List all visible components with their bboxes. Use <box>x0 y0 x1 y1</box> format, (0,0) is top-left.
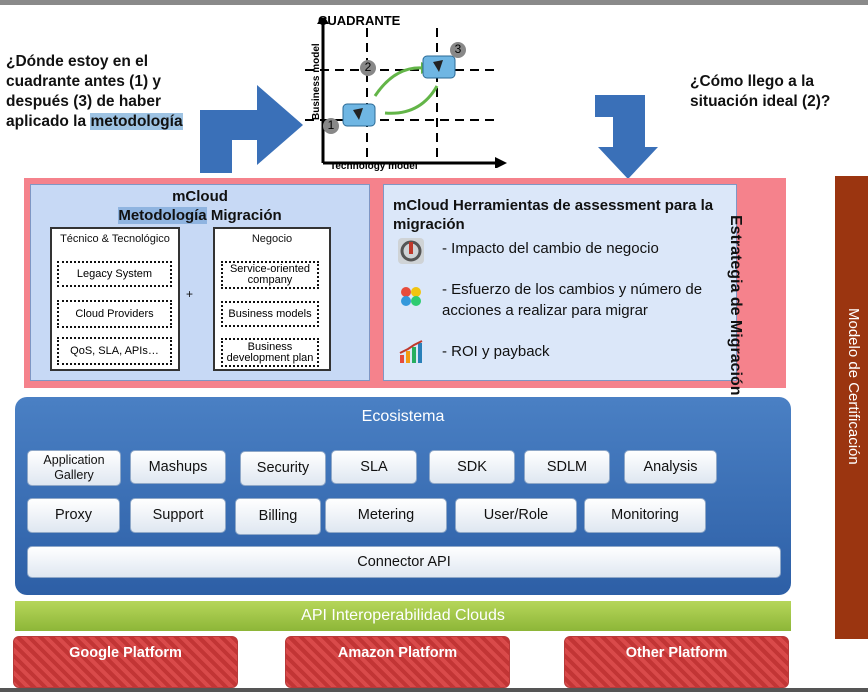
arrow-right-icon <box>200 85 303 173</box>
module-user-role: User/Role <box>455 498 577 533</box>
module-analysis: Analysis <box>624 450 717 484</box>
roi-chart-icon <box>398 339 424 365</box>
methodology-title-line1: mCloud <box>172 188 228 205</box>
question-left-text: ¿Dónde estoy en el cuadrante antes (1) y… <box>6 53 162 130</box>
bottom-border <box>0 688 868 692</box>
effort-icon <box>398 283 424 309</box>
quadrant-x-label: Technology model <box>330 161 418 172</box>
module-proxy: Proxy <box>27 498 120 533</box>
api-interop-bar: API Interoperabilidad Clouds <box>15 601 791 631</box>
business-header: Negocio <box>251 233 293 245</box>
assessment-panel <box>383 184 737 381</box>
quadrant-diagram <box>305 18 507 168</box>
module-sla: SLA <box>331 450 417 484</box>
tech-header: Técnico & Tecnológico <box>60 233 170 245</box>
question-left: ¿Dónde estoy en el cuadrante antes (1) y… <box>6 52 221 132</box>
module-sdlm: SDLM <box>524 450 610 484</box>
top-border <box>0 0 868 5</box>
plus-sign: + <box>186 287 194 301</box>
business-item-plan: Business development plan <box>221 338 319 367</box>
marker-2: 2 <box>364 60 372 74</box>
methodology-title-highlight: Metodología <box>118 207 207 224</box>
question-left-highlight: metodología <box>90 113 183 130</box>
methodology-title-line2: Metodología Migración <box>30 206 370 225</box>
methodology-title: mCloud Metodología Migración <box>30 187 370 225</box>
assessment-title: mCloud Herramientas de assessment para l… <box>393 197 714 233</box>
assessment-item-effort: - Esfuerzo de los cambios y número de ac… <box>442 281 703 319</box>
module-security: Security <box>240 451 326 486</box>
module-monitoring: Monitoring <box>584 498 706 533</box>
quadrant-y-label: Business model <box>311 43 322 120</box>
tech-item-qos: QoS, SLA, APIs… <box>57 337 172 365</box>
business-item-soc: Service-oriented company <box>221 261 319 289</box>
assessment-item-impact: - Impacto del cambio de negocio <box>442 240 659 257</box>
marker-3: 3 <box>454 42 462 56</box>
methodology-title-rest: Migración <box>210 207 282 224</box>
tech-item-cloud-providers: Cloud Providers <box>57 300 172 328</box>
connector-api: Connector API <box>27 546 781 578</box>
business-item-models: Business models <box>221 301 319 327</box>
arrow-down-icon <box>595 95 658 179</box>
quadrant-title: CUADRANTE <box>318 13 401 28</box>
module-sdk: SDK <box>429 450 515 484</box>
ecosystem-title: Ecosistema <box>361 408 445 425</box>
platform-amazon: Amazon Platform <box>285 636 510 688</box>
module-metering: Metering <box>325 498 447 533</box>
platform-google: Google Platform <box>13 636 238 688</box>
certification-bar <box>835 176 868 639</box>
module-application-gallery: Application Gallery <box>27 450 121 486</box>
tech-item-legacy: Legacy System <box>57 261 172 287</box>
platform-other: Other Platform <box>564 636 789 688</box>
module-billing: Billing <box>235 498 321 535</box>
question-right: ¿Cómo llego a la situación ideal (2)? <box>690 73 831 110</box>
migration-strategy-label: Estrategia de Migración <box>727 215 744 396</box>
marker-1: 1 <box>327 118 335 132</box>
assessment-item-roi: - ROI y payback <box>442 343 550 360</box>
certification-label: Modelo de Certificación <box>845 308 862 465</box>
module-mashups: Mashups <box>130 450 226 484</box>
module-support: Support <box>130 498 226 533</box>
business-change-icon <box>398 238 424 264</box>
